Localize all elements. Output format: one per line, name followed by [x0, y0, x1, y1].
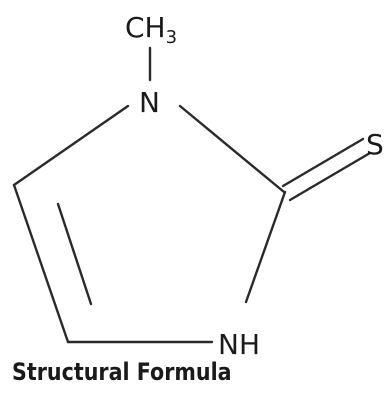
ring-nitrogen-label: N: [139, 86, 160, 119]
ring-nh-label: NH: [218, 328, 260, 361]
thione-sulfur-label: S: [366, 128, 384, 161]
methyl-label: CH3: [125, 11, 177, 48]
bond-c2-s-double-a: [281, 137, 365, 188]
bond-c4-c5-double-inner: [56, 202, 93, 306]
bond-c5-c4: [12, 183, 70, 344]
bond-n-c5: [12, 104, 130, 187]
methyl-subscript: 3: [166, 27, 177, 48]
bond-n-c2: [178, 104, 286, 194]
bond-c2-s-double-b: [288, 151, 372, 202]
diagram-caption: Structural Formula: [12, 358, 232, 386]
bond-nh-c2: [244, 190, 287, 304]
methyl-element: CH: [125, 11, 166, 44]
